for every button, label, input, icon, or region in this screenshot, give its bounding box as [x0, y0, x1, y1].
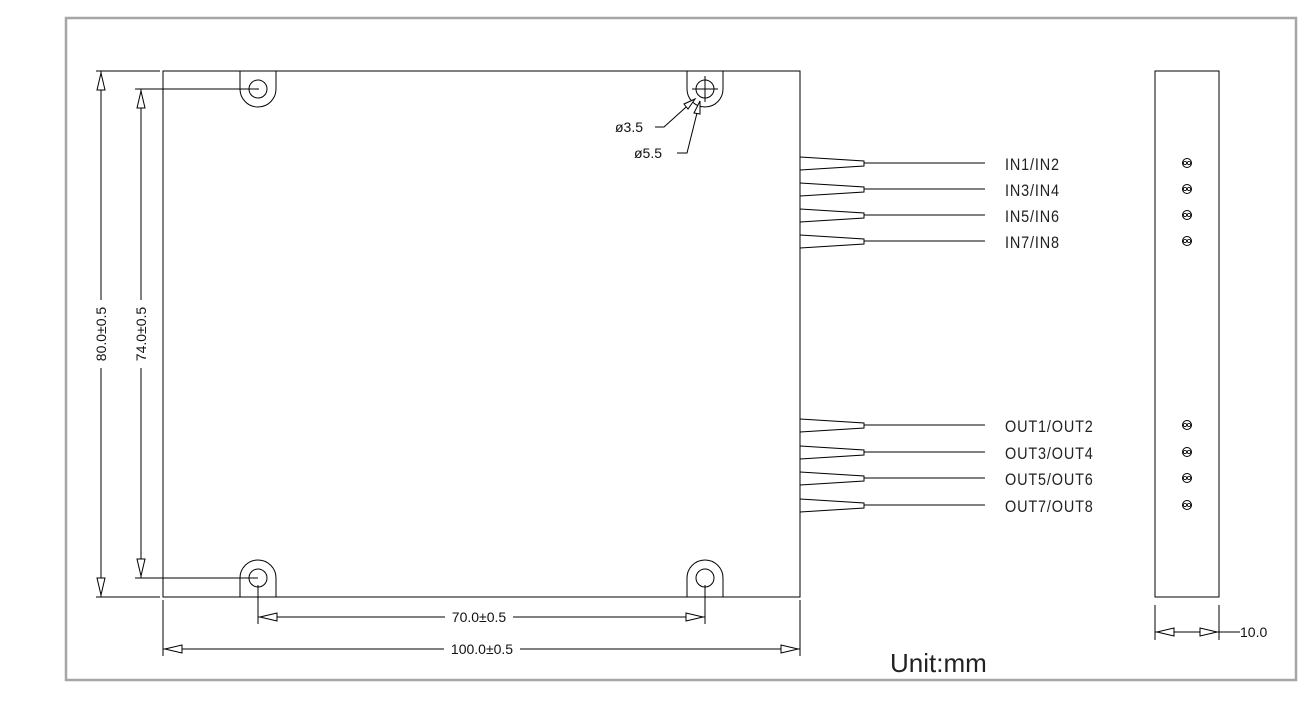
mounting-hole-top-right: [686, 71, 724, 108]
fiber-output-1: OUT1/OUT2: [799, 418, 1094, 436]
port-marker-icon: [1182, 473, 1192, 483]
svg-text:74.0±0.5: 74.0±0.5: [133, 307, 149, 362]
fiber-output-4: OUT7/OUT8: [799, 498, 1094, 516]
svg-text:70.0±0.5: 70.0±0.5: [452, 609, 507, 625]
svg-text:80.0±0.5: 80.0±0.5: [93, 307, 109, 362]
svg-text:OUT1/OUT2: OUT1/OUT2: [1005, 418, 1094, 436]
drawing-frame: [64, 16, 1298, 682]
hole-inner-diameter: ø3.5: [615, 119, 643, 135]
fiber-input-4: IN7/IN8: [799, 234, 1060, 252]
svg-text:OUT3/OUT4: OUT3/OUT4: [1005, 445, 1094, 463]
hole-callouts: ø3.5 ø5.5: [615, 97, 701, 161]
dimension-height-holes: 74.0±0.5: [133, 88, 258, 579]
port-markers: [1182, 158, 1192, 510]
port-marker-icon: [1182, 184, 1192, 194]
dimension-height-outer: 80.0±0.5: [93, 70, 160, 598]
svg-text:OUT5/OUT6: OUT5/OUT6: [1005, 471, 1094, 489]
output-fibers: OUT1/OUT2 OUT3/OUT4 OUT5/OUT6 OUT7/OUT8: [799, 418, 1094, 516]
port-marker-icon: [1182, 447, 1192, 457]
fiber-output-2: OUT3/OUT4: [799, 445, 1094, 463]
svg-text:IN7/IN8: IN7/IN8: [1005, 234, 1060, 252]
port-marker-icon: [1182, 210, 1192, 220]
fiber-output-3: OUT5/OUT6: [799, 471, 1094, 489]
port-marker-icon: [1182, 500, 1192, 510]
device-body: [162, 70, 801, 598]
dimension-width-holes: 70.0±0.5: [257, 585, 706, 625]
fiber-input-3: IN5/IN6: [799, 208, 1060, 226]
port-marker-icon: [1182, 420, 1192, 430]
dimension-width-outer: 100.0±0.5: [162, 600, 801, 657]
port-marker-icon: [1182, 158, 1192, 168]
svg-text:IN5/IN6: IN5/IN6: [1005, 208, 1060, 226]
svg-text:OUT7/OUT8: OUT7/OUT8: [1005, 498, 1094, 516]
svg-text:IN3/IN4: IN3/IN4: [1005, 182, 1060, 200]
fiber-input-2: IN3/IN4: [799, 182, 1060, 200]
side-view: 10.0: [1154, 70, 1267, 640]
input-fibers: IN1/IN2 IN3/IN4 IN5/IN6 IN7/IN8: [799, 156, 1060, 252]
unit-label: Unit:mm: [890, 648, 987, 678]
fiber-input-1: IN1/IN2: [799, 156, 1060, 174]
thickness-dimension: 10.0: [1240, 624, 1267, 640]
port-marker-icon: [1182, 236, 1192, 246]
hole-outer-diameter: ø5.5: [634, 145, 662, 161]
svg-text:IN1/IN2: IN1/IN2: [1005, 156, 1060, 174]
svg-text:100.0±0.5: 100.0±0.5: [451, 641, 513, 657]
